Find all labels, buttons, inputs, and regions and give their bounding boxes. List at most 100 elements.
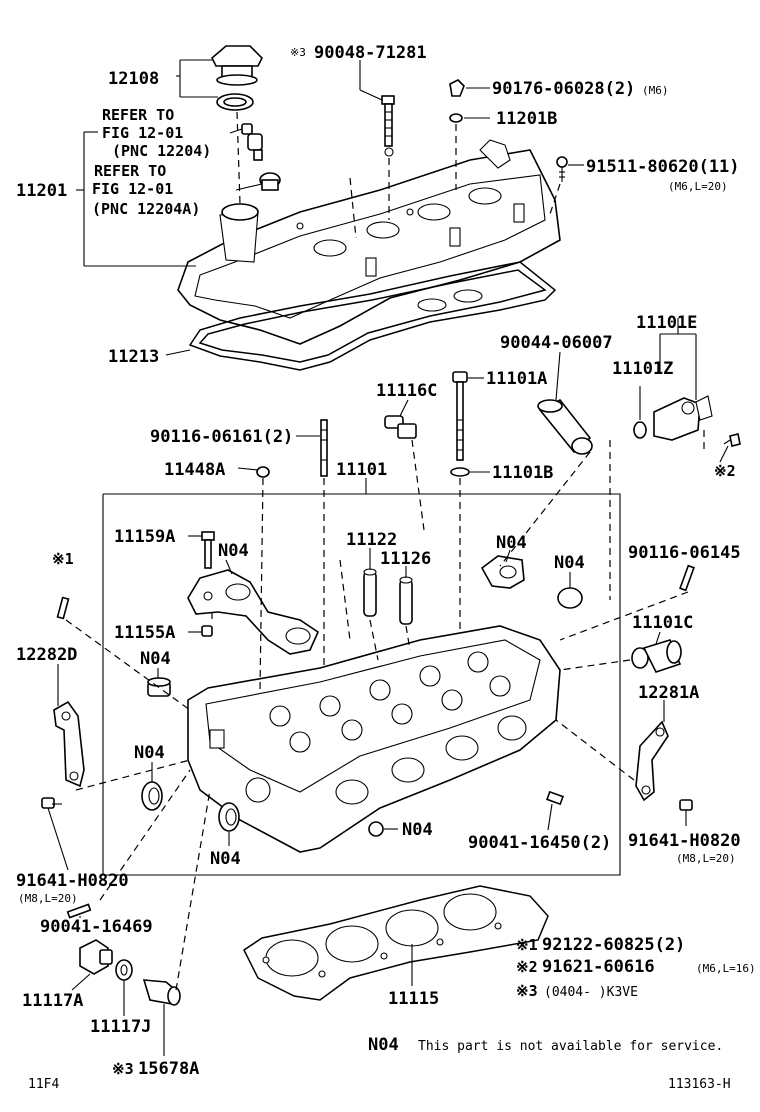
camshaft-bearing-cap-drawing	[187, 569, 320, 655]
note-2-mark: ※2	[516, 958, 538, 976]
label-90176-spec: (M6)	[642, 84, 669, 97]
label-15678A: 15678A	[138, 1059, 199, 1079]
refer-2-line2: FIG 12-01	[92, 180, 173, 198]
label-91641-left: 91641-H0820	[16, 871, 129, 891]
label-12108: 12108	[108, 69, 159, 89]
figure-number: 113163-H	[668, 1077, 731, 1092]
assembly-lines	[65, 111, 705, 991]
hanger-bolt-left-drawing	[41, 797, 62, 809]
pcv-valve-drawing	[241, 123, 281, 191]
label-11117J: 11117J	[90, 1017, 151, 1037]
hanger-bolt-right-drawing	[679, 799, 693, 811]
label-n04-ring: N04	[140, 649, 171, 669]
label-11155A: 11155A	[114, 623, 175, 643]
mark-3-top: ※3	[290, 46, 306, 59]
leader-lines	[47, 59, 729, 1056]
valve-guide-drawing	[363, 568, 413, 625]
label-11159A: 11159A	[114, 527, 175, 547]
label-11101: 11101	[336, 460, 387, 480]
label-n04-small-plug: N04	[402, 820, 433, 840]
oil-seal-small-drawing	[256, 466, 270, 478]
note-1-mark: ※1	[516, 936, 538, 954]
label-90041-16469: 90041-16469	[40, 917, 153, 937]
stud-right-drawing	[679, 564, 695, 592]
cylinder-head-cover-drawing	[177, 139, 561, 345]
plug-assembly-drawing	[79, 939, 181, 1006]
note-n04-text: This part is not available for service.	[418, 1039, 723, 1054]
water-outlet-drawing	[633, 395, 713, 441]
label-11201: 11201	[16, 181, 67, 201]
screw-plug-drawing	[546, 790, 564, 806]
water-union-drawing	[537, 398, 593, 455]
engine-hanger-right-drawing	[635, 720, 669, 802]
note-3-text: (0404- )K3VE	[544, 985, 638, 1000]
straight-pin-drawing	[66, 903, 92, 919]
head-plug-drawing	[384, 415, 417, 439]
label-11201B: 11201B	[496, 109, 557, 129]
label-11115: 11115	[388, 989, 439, 1009]
label-90041-16450: 90041-16450(2)	[468, 833, 611, 853]
label-11101E: 11101E	[636, 313, 697, 333]
label-90116-06145: 90116-06145	[628, 543, 741, 563]
cover-bolt-drawing	[556, 156, 568, 182]
refer-2-line1: REFER TO	[94, 162, 166, 180]
note-2-text: 91621-60616	[542, 957, 655, 977]
sensor-bolt-drawing	[723, 433, 741, 447]
stud-bolt-drawing	[320, 419, 328, 477]
cam-seal-lower-drawing	[218, 802, 240, 832]
label-n04-plug: N04	[554, 553, 585, 573]
cylinder-head-group-frame	[102, 493, 621, 876]
label-11122: 11122	[346, 530, 397, 550]
cam-cap-bolt-drawing	[201, 531, 215, 569]
mark-2: ※2	[714, 462, 736, 480]
refer-2-line3: (PNC 12204A)	[92, 200, 200, 218]
label-11448A: 11448A	[164, 460, 225, 480]
label-11101Z: 11101Z	[612, 359, 673, 379]
mark-1: ※1	[52, 550, 74, 568]
note-1-text: 92122-60825(2)	[542, 935, 685, 955]
cam-seal-left-drawing	[141, 781, 163, 811]
label-90048-71281: 90048-71281	[314, 43, 427, 63]
label-n04-small-cap: N04	[496, 533, 527, 553]
label-91511-spec: (M6,L=20)	[668, 180, 728, 193]
figure-code: 11F4	[28, 1077, 59, 1092]
label-12281A: 12281A	[638, 683, 699, 703]
label-11101B: 11101B	[492, 463, 553, 483]
label-n04-cap: N04	[218, 541, 249, 561]
label-90044-06007: 90044-06007	[500, 333, 613, 353]
label-91641-right-spec: (M8,L=20)	[676, 852, 736, 865]
note-3-mark: ※3	[516, 982, 538, 1000]
bearing-cap-small-drawing	[480, 555, 525, 589]
stud-left-drawing	[56, 596, 70, 620]
label-12282D: 12282D	[16, 645, 77, 665]
cover-nut-drawing	[449, 79, 465, 123]
label-11101A: 11101A	[486, 369, 547, 389]
expansion-plug-drawing	[557, 587, 583, 609]
oil-filler-cap-drawing	[211, 45, 263, 111]
label-91511-80620: 91511-80620(11)	[586, 157, 740, 177]
cover-gasket-drawing	[188, 261, 557, 371]
label-11101C: 11101C	[632, 613, 693, 633]
label-n04-seal-left: N04	[134, 743, 165, 763]
engine-hanger-left-drawing	[53, 700, 85, 788]
label-91641-left-spec: (M8,L=20)	[18, 892, 78, 905]
label-11116C: 11116C	[376, 381, 437, 401]
label-11126: 11126	[380, 549, 431, 569]
cylinder-head-drawing	[187, 625, 561, 853]
dowel-pin-drawing	[201, 625, 213, 637]
note-2-spec: (M6,L=16)	[696, 962, 756, 975]
refer-1-line2: FIG 12-01	[102, 124, 183, 142]
head-stud-drawing	[450, 371, 470, 477]
note-n04-code: N04	[368, 1035, 399, 1055]
label-90116-06161: 90116-06161(2)	[150, 427, 293, 447]
plug-small-drawing	[368, 821, 384, 837]
spark-plug-tube-drawing	[381, 95, 395, 157]
water-bypass-drawing	[631, 639, 682, 673]
label-11213: 11213	[108, 347, 159, 367]
label-91641-right: 91641-H0820	[628, 831, 741, 851]
mark-3-bottom: ※3	[112, 1060, 134, 1078]
label-11117A: 11117A	[22, 991, 83, 1011]
label-90176-06028: 90176-06028(2)	[492, 79, 635, 99]
head-gasket-drawing	[243, 885, 549, 1001]
